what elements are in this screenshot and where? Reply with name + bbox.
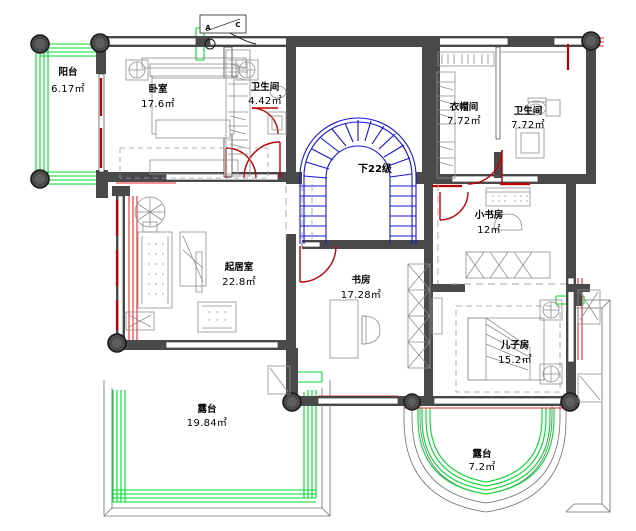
- room-name-terrace-left: 露台: [197, 403, 217, 415]
- section-marker-left: A: [205, 24, 211, 32]
- room-name-bathroom-main: 卫生间: [514, 105, 543, 117]
- stair-direction-label: 下22级: [358, 162, 393, 175]
- room-area-son-room: 15.2㎡: [498, 354, 532, 366]
- room-name-son-room: 儿子房: [500, 339, 530, 351]
- room-name-balcony-left: 阳台: [58, 66, 78, 78]
- room-name-terrace-right: 露台: [472, 448, 492, 460]
- walls: [96, 36, 597, 406]
- room-area-living-room: 22.8㎡: [222, 276, 256, 288]
- room-area-bathroom-main: 7.72㎡: [511, 119, 545, 131]
- room-name-bathroom-small: 卫生间: [251, 81, 280, 93]
- room-area-terrace-left: 19.84㎡: [187, 417, 227, 429]
- door-jambs: [99, 44, 570, 330]
- room-area-bedroom-master: 17.6㎡: [141, 98, 175, 110]
- room-name-bedroom-master: 卧室: [148, 83, 168, 95]
- room-name-cloakroom: 衣帽间: [450, 101, 479, 113]
- room-labels: 阳台 6.17㎡ 卧室 17.6㎡ 卫生间 4.42㎡ 衣帽间 7.72㎡ 卫生…: [51, 66, 545, 473]
- room-area-cloakroom: 7.72㎡: [447, 115, 481, 127]
- room-name-small-study: 小书房: [474, 209, 504, 221]
- room-area-small-study: 12㎡: [477, 224, 501, 236]
- room-area-study: 17.28㎡: [341, 289, 381, 301]
- main-staircase: [299, 117, 417, 244]
- door-swings: [225, 107, 503, 283]
- columns: [30, 31, 601, 412]
- room-area-terrace-right: 7.2㎡: [468, 461, 495, 473]
- furniture: [119, 49, 603, 403]
- section-marker: A C: [199, 14, 257, 50]
- dashed-guides: [285, 184, 566, 285]
- room-name-living-room: 起居室: [224, 261, 254, 273]
- section-marker-right: C: [235, 21, 240, 29]
- room-name-study: 书房: [351, 274, 370, 286]
- room-area-bathroom-small: 4.42㎡: [248, 95, 282, 107]
- room-area-balcony-left: 6.17㎡: [51, 83, 85, 95]
